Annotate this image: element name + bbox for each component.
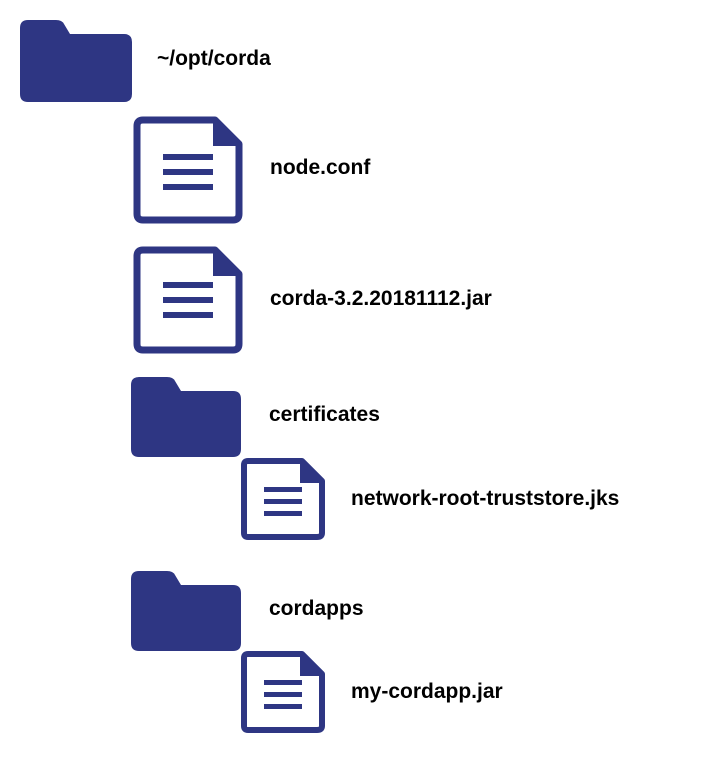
folder-icon (20, 20, 132, 102)
folder-icon (131, 377, 241, 457)
folder-icon (131, 571, 241, 651)
folder-label: cordapps (269, 597, 364, 620)
file-label: my-cordapp.jar (351, 680, 503, 703)
document-icon (133, 246, 243, 354)
file-label: network-root-truststore.jks (351, 487, 620, 510)
file-label: corda-3.2.20181112.jar (270, 287, 492, 310)
file-label: node.conf (270, 156, 371, 179)
document-icon (241, 458, 325, 540)
folder-label: ~/opt/corda (157, 47, 271, 70)
document-icon (241, 651, 325, 733)
document-icon (133, 116, 243, 224)
folder-label: certificates (269, 403, 380, 426)
